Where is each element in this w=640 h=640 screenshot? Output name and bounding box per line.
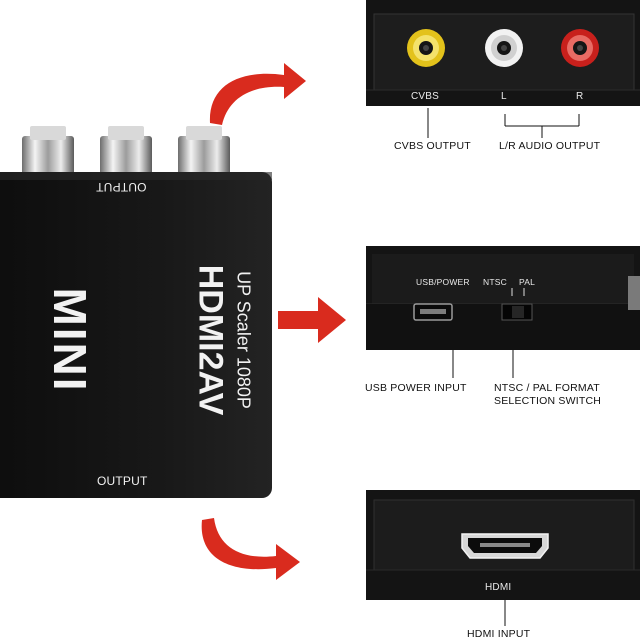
callout-switch-line2: SELECTION SWITCH bbox=[494, 395, 602, 407]
callout-cvbs-output: CVBS OUTPUT bbox=[394, 140, 471, 152]
device-bottom-output-label: OUTPUT bbox=[97, 474, 148, 488]
arrow-to-bottom-panel bbox=[192, 512, 304, 588]
arrow-to-middle-panel bbox=[278, 295, 348, 345]
callout-hdmi-input: HDMI INPUT bbox=[467, 628, 531, 640]
port-label-cvbs: CVBS bbox=[411, 91, 440, 102]
callout-usb-power-input: USB POWER INPUT bbox=[365, 382, 467, 394]
bottom-panel bbox=[366, 490, 640, 600]
device-top-output-label: OUTPUT bbox=[96, 180, 147, 194]
middle-panel-leader-lines bbox=[440, 350, 540, 382]
device-subtitle-text: UP Scaler 1080P bbox=[233, 271, 254, 409]
rca-jack-3 bbox=[178, 126, 230, 180]
arrow-to-top-panel bbox=[200, 55, 310, 135]
main-device bbox=[0, 0, 280, 640]
bottom-panel-leader-line bbox=[500, 600, 510, 628]
callout-lr-audio-output: L/R AUDIO OUTPUT bbox=[499, 140, 601, 152]
audio-left-jack bbox=[485, 29, 523, 67]
cvbs-jack bbox=[407, 29, 445, 67]
top-panel-leader-lines bbox=[360, 100, 640, 150]
callout-switch-line1: NTSC / PAL FORMAT bbox=[494, 382, 600, 394]
pal-label: PAL bbox=[519, 277, 536, 287]
hdmi-port-label: HDMI bbox=[485, 582, 512, 593]
rca-jack-1 bbox=[22, 126, 74, 180]
usb-power-port bbox=[413, 303, 453, 321]
device-brand-text: MINI bbox=[44, 287, 96, 393]
audio-right-jack bbox=[561, 29, 599, 67]
ntsc-label: NTSC bbox=[483, 277, 507, 287]
usb-power-label: USB/POWER bbox=[416, 277, 470, 287]
device-model-text: HDMI2AV bbox=[191, 264, 230, 416]
top-panel bbox=[366, 0, 640, 106]
rca-jack-2 bbox=[100, 126, 152, 180]
port-label-r: R bbox=[576, 91, 584, 102]
ntsc-pal-switch bbox=[501, 303, 533, 321]
middle-panel bbox=[366, 246, 640, 350]
port-label-l: L bbox=[501, 91, 507, 102]
hdmi-port bbox=[461, 533, 549, 559]
